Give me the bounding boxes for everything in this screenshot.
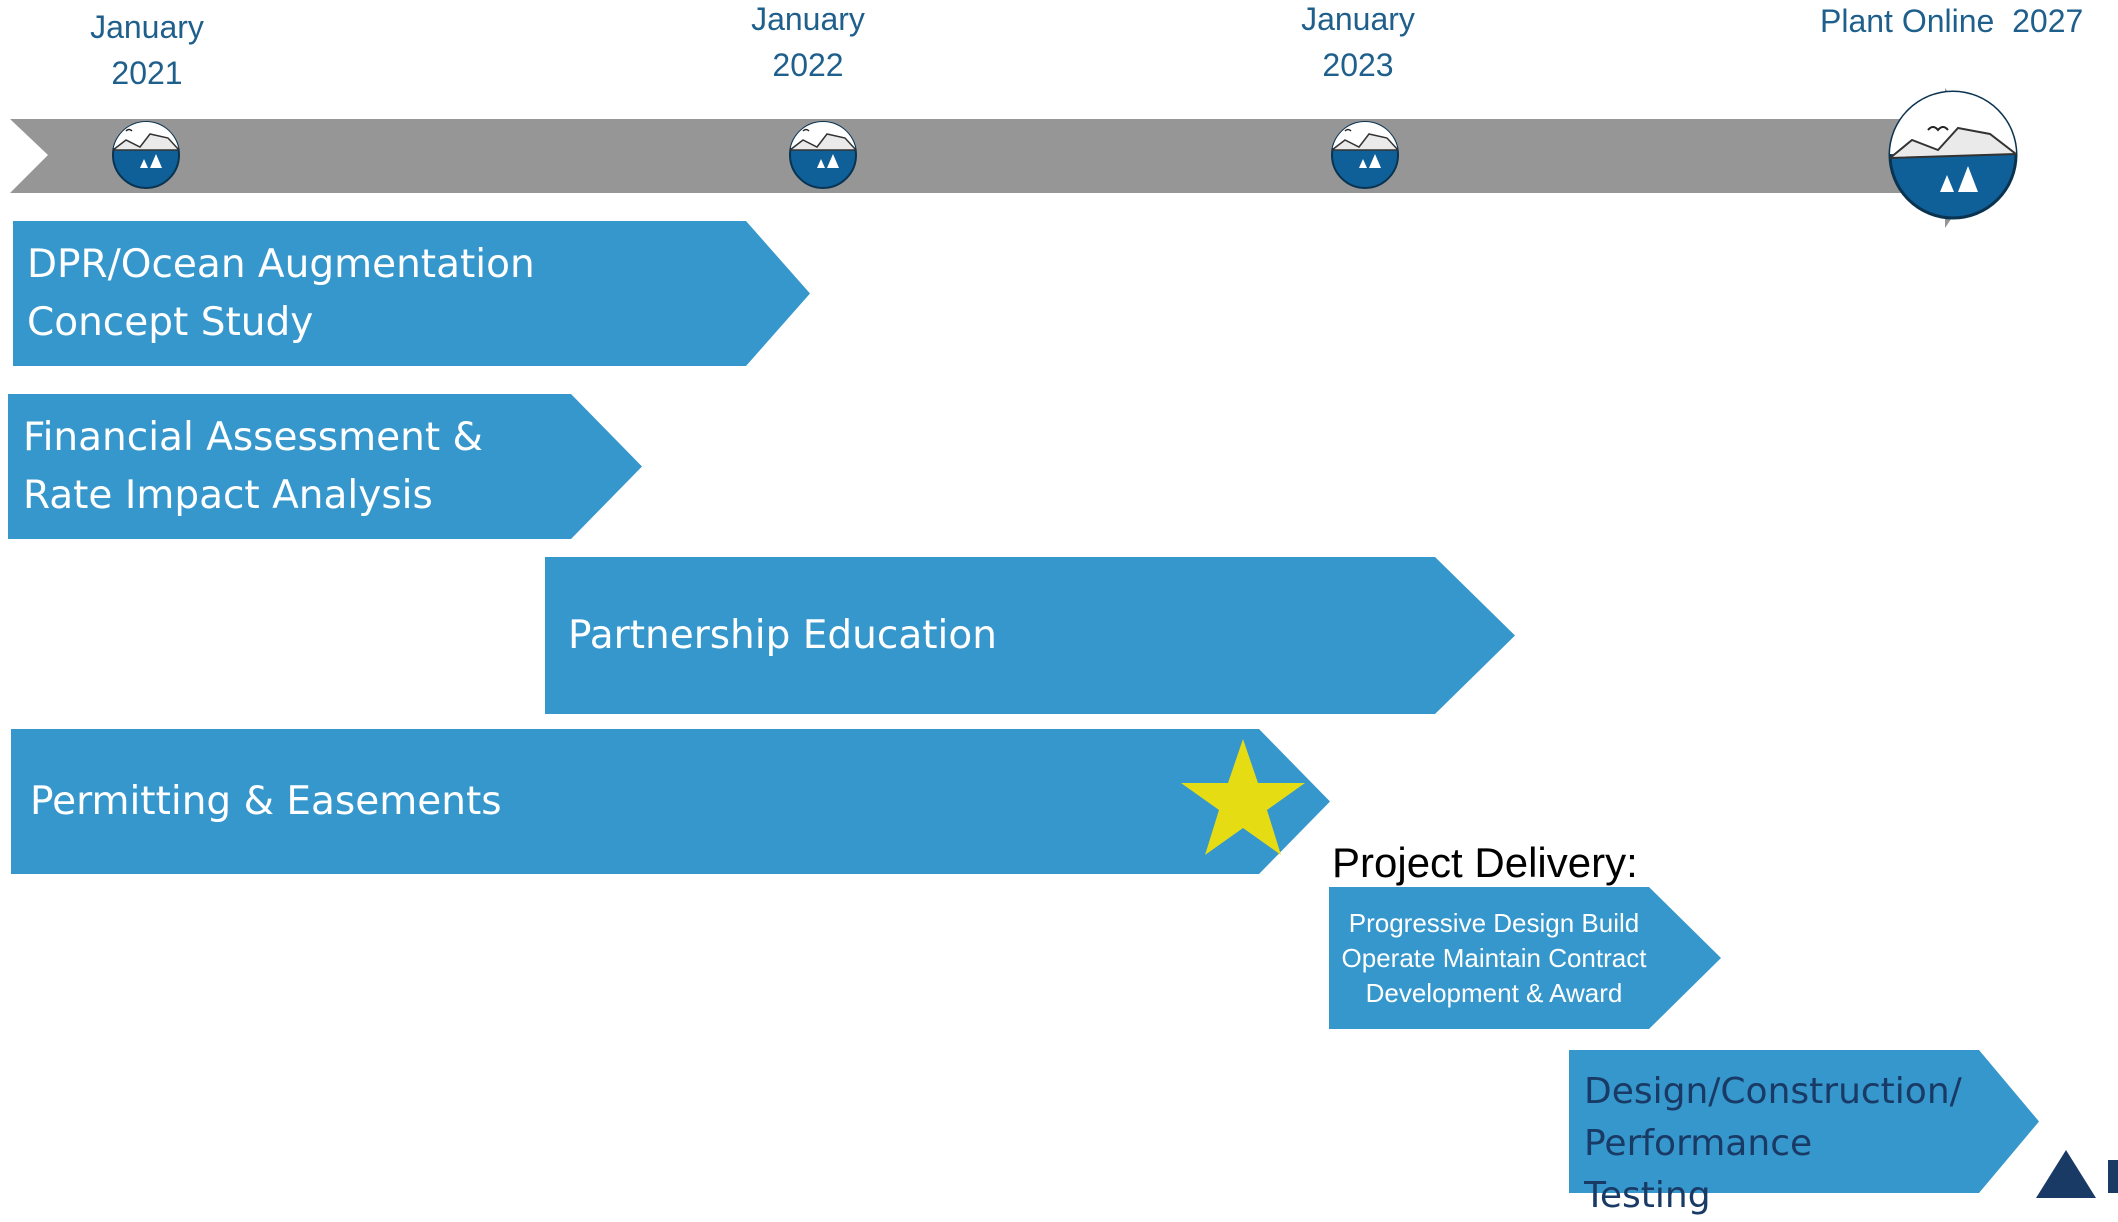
milestone-icon-2023 (1331, 121, 1399, 189)
task-project-delivery: Progressive Design Build Operate Maintai… (1329, 887, 1721, 1029)
task-design-construction (1569, 1050, 2039, 1193)
task-permitting-easements: Permitting & Easements (11, 729, 1330, 874)
milestone-icon-2027 (1888, 90, 2018, 220)
task-dpr-ocean-augmentation: DPR/Ocean Augmentation Concept Study (13, 221, 810, 366)
timeline-label-2023: January 2023 (1283, 0, 1433, 88)
task-label: Permitting & Easements (30, 778, 502, 824)
timeline-bar (10, 88, 1995, 228)
task-label: Progressive Design Build Operate Maintai… (1341, 907, 1647, 1008)
task-label: DPR/Ocean Augmentation Concept Study (27, 241, 535, 345)
timeline-label-year: 2021 (111, 55, 183, 91)
milestone-icon-2021 (112, 121, 180, 189)
timeline-label-year: 2023 (1322, 47, 1394, 83)
timeline-label-2022: January 2022 (733, 0, 883, 88)
star-icon (1181, 739, 1305, 855)
timeline-label-2021: January 2021 (72, 4, 222, 96)
task-label: Partnership Education (568, 612, 997, 658)
timeline-label-month: January (751, 1, 865, 37)
organization-logo-mark (2108, 1160, 2118, 1193)
task-financial-assessment: Financial Assessment & Rate Impact Analy… (8, 394, 642, 539)
task-partnership-education: Partnership Education (545, 557, 1515, 714)
project-delivery-heading: Project Delivery: (1332, 839, 1638, 886)
task-label: Design/Construction/ Performance Testing (1584, 1071, 1962, 1216)
timeline-label-month: January (90, 9, 204, 45)
timeline-end-label: Plant Online 2027 (1820, 3, 2084, 39)
timeline-label-year: 2022 (772, 47, 844, 83)
timeline-label-month: January (1301, 1, 1415, 37)
task-label: Financial Assessment & Rate Impact Analy… (23, 414, 483, 518)
timeline-arrow (10, 88, 2018, 228)
milestone-icon-2022 (789, 121, 857, 189)
